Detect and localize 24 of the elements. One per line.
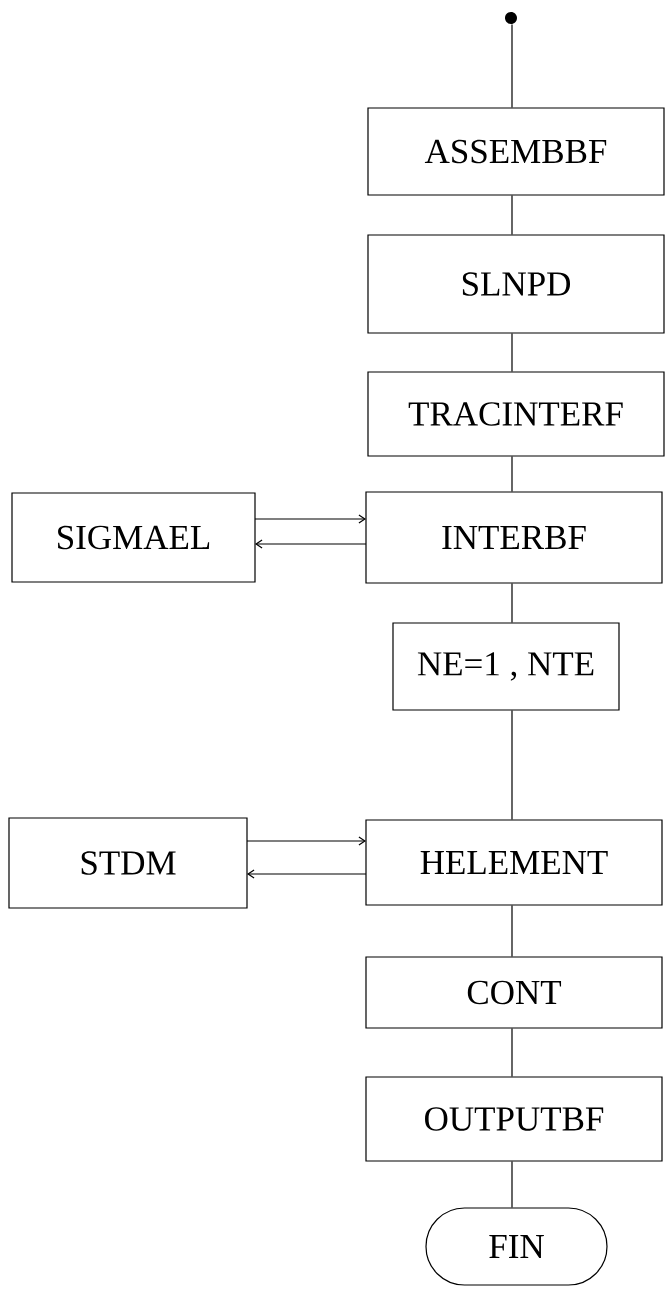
- connector-line: [511, 333, 513, 372]
- arrow: [246, 836, 366, 846]
- arrow: [255, 539, 367, 549]
- connector-line: [511, 195, 513, 235]
- connector-line: [511, 1028, 513, 1077]
- connector-line: [511, 456, 513, 492]
- connector-line: [511, 905, 513, 957]
- connector-line: [511, 710, 513, 820]
- process-box: SIGMAEL: [11, 492, 256, 583]
- process-box: STDM: [8, 817, 248, 909]
- terminal-box: FIN: [425, 1207, 608, 1286]
- process-box: OUTPUTBF: [365, 1076, 663, 1162]
- process-box: INTERBF: [365, 491, 663, 584]
- process-box: HELEMENT: [365, 819, 663, 906]
- process-box: SLNPD: [367, 234, 665, 334]
- process-box: NE=1 , NTE: [392, 622, 620, 711]
- arrow: [254, 514, 366, 524]
- process-box: TRACINTERF: [367, 371, 665, 457]
- process-box: ASSEMBBF: [367, 107, 665, 196]
- arrow: [247, 869, 367, 879]
- process-box: CONT: [365, 956, 663, 1029]
- connector-line: [511, 24, 513, 108]
- connector-line: [511, 583, 513, 623]
- connector-line: [511, 1161, 513, 1208]
